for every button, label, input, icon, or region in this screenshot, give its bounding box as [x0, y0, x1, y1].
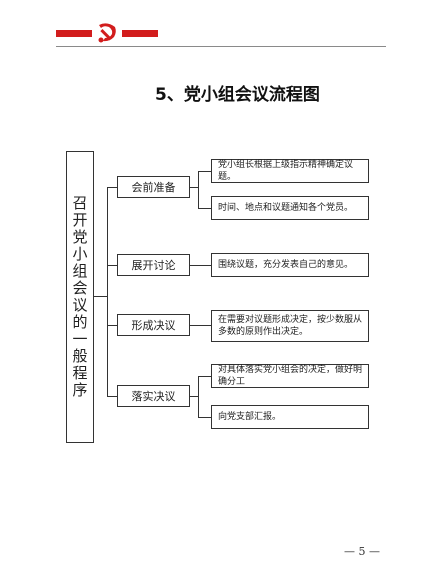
page-title: 5、党小组会议流程图	[155, 85, 320, 105]
stage-connector	[107, 187, 117, 188]
detail-text: 党小组长根据上级指示精神确定议题。	[218, 160, 354, 182]
detail-text: 时间、地点和议题通知各个党员。	[218, 203, 354, 213]
stage-connector	[107, 396, 117, 397]
detail-connector	[198, 376, 211, 377]
main-connector	[94, 296, 107, 297]
stage-label: 会前准备	[131, 181, 176, 194]
stage-box-3: 形成决议	[117, 314, 190, 336]
detail-box: 向党支部汇报。	[211, 405, 369, 429]
branch-line	[198, 376, 199, 417]
branch-connector	[190, 396, 198, 397]
detail-connector	[190, 325, 211, 326]
detail-connector	[190, 265, 211, 266]
page-number: — 5 —	[344, 545, 380, 558]
trunk-line	[107, 187, 108, 397]
branch-connector	[190, 187, 198, 188]
detail-text: 对具体落实党小组会的决定，做好明确分工	[218, 365, 363, 387]
detail-box: 围绕议题，充分发表自己的意见。	[211, 253, 369, 277]
branch-line	[198, 171, 199, 208]
header-divider	[56, 46, 386, 47]
detail-box: 党小组长根据上级指示精神确定议题。	[211, 159, 369, 183]
detail-connector	[198, 417, 211, 418]
party-emblem-icon	[94, 19, 120, 45]
main-process-label: 召开党小组会议的一般程序	[72, 194, 88, 399]
stage-connector	[107, 325, 117, 326]
detail-box: 在需要对议题形成决定，按少数服从多数的原则作出决定。	[211, 310, 369, 342]
detail-text: 围绕议题，充分发表自己的意见。	[218, 260, 354, 270]
detail-text: 在需要对议题形成决定，按少数服从多数的原则作出决定。	[218, 315, 363, 337]
stage-label: 形成决议	[131, 319, 176, 332]
header-red-bar-right	[122, 30, 158, 37]
detail-box: 对具体落实党小组会的决定，做好明确分工	[211, 364, 369, 388]
header-red-bar-left	[56, 30, 92, 37]
detail-connector	[198, 208, 211, 209]
detail-connector	[198, 171, 211, 172]
stage-label: 落实决议	[131, 390, 176, 403]
stage-box-1: 会前准备	[117, 176, 190, 198]
stage-connector	[107, 265, 117, 266]
detail-text: 向党支部汇报。	[218, 412, 282, 422]
stage-box-2: 展开讨论	[117, 254, 190, 276]
stage-box-4: 落实决议	[117, 385, 190, 407]
stage-label: 展开讨论	[131, 259, 176, 272]
detail-box: 时间、地点和议题通知各个党员。	[211, 196, 369, 220]
main-process-box: 召开党小组会议的一般程序	[66, 151, 94, 443]
